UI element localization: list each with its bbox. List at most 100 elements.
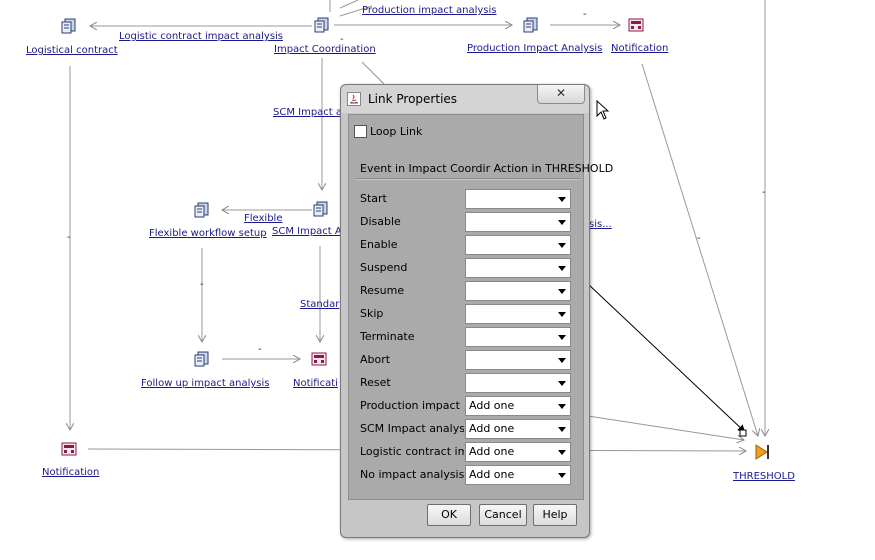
chevron-down-icon <box>558 312 566 317</box>
chevron-down-icon <box>558 335 566 340</box>
edge-label-standard[interactable]: Standar <box>300 299 340 310</box>
edge-label-dash: - <box>340 34 344 45</box>
resume-select[interactable] <box>465 281 571 301</box>
cancel-button[interactable]: Cancel <box>479 504 527 526</box>
field-label: Abort <box>360 353 391 366</box>
impact-coordination-icon[interactable] <box>314 17 330 33</box>
edge-label-production-impact[interactable]: Production impact analysis <box>362 5 497 16</box>
node-label-notification[interactable]: Notificati <box>293 378 338 389</box>
edge-label-partial[interactable]: sis... <box>589 219 612 230</box>
chevron-down-icon <box>558 404 566 409</box>
field-label: Skip <box>360 307 384 320</box>
close-button[interactable]: ✕ <box>537 85 585 104</box>
scm-impact-icon[interactable] <box>313 201 329 217</box>
edge-label-dash: - <box>67 232 71 243</box>
start-select[interactable] <box>465 189 571 209</box>
node-label-follow-up[interactable]: Follow up impact analysis <box>141 378 270 389</box>
field-label: SCM Impact analysis <box>360 422 464 435</box>
follow-up-icon[interactable] <box>194 351 210 367</box>
edge-notification-top-threshold[interactable] <box>641 63 758 436</box>
chevron-down-icon <box>558 289 566 294</box>
select-value: Add one <box>469 445 515 458</box>
ok-button[interactable]: OK <box>427 504 471 526</box>
field-label: Enable <box>360 238 398 251</box>
notification-icon[interactable] <box>311 351 327 367</box>
mouse-pointer-icon <box>596 100 610 120</box>
chevron-down-icon <box>558 266 566 271</box>
help-button[interactable]: Help <box>533 504 577 526</box>
enable-select[interactable] <box>465 235 571 255</box>
chevron-down-icon <box>558 427 566 432</box>
field-label: No impact analysis ne <box>360 468 464 481</box>
chevron-down-icon <box>558 381 566 386</box>
field-label: Disable <box>360 215 401 228</box>
field-row-abort: Abort <box>360 350 575 370</box>
threshold-icon[interactable] <box>754 444 770 460</box>
chevron-down-icon <box>558 358 566 363</box>
flexible-workflow-icon[interactable] <box>194 202 210 218</box>
node-label-impact-coordination[interactable]: Impact Coordination <box>274 44 376 55</box>
field-row-enable: Enable <box>360 235 575 255</box>
loop-link-label[interactable]: Loop Link <box>370 125 423 138</box>
field-row-reset: Reset <box>360 373 575 393</box>
chevron-down-icon <box>558 450 566 455</box>
edge-label-flexible[interactable]: Flexible <box>244 213 283 224</box>
field-row-start: Start <box>360 189 575 209</box>
selected-link[interactable] <box>587 283 746 433</box>
node-label-flexible-workflow[interactable]: Flexible workflow setup <box>149 228 267 239</box>
field-row-no-impact: No impact analysis ne Add one <box>360 465 575 485</box>
field-row-terminate: Terminate <box>360 327 575 347</box>
edge-label-dash: - <box>258 344 262 355</box>
chevron-down-icon <box>558 473 566 478</box>
chevron-down-icon <box>558 220 566 225</box>
edge-label-dash: - <box>200 279 204 290</box>
loop-link-checkbox[interactable] <box>354 125 367 138</box>
scm-impact-select[interactable]: Add one <box>465 419 571 439</box>
field-row-resume: Resume <box>360 281 575 301</box>
edge-label-logistic-contract[interactable]: Logistic contract impact analysis <box>119 31 284 42</box>
select-value: Add one <box>469 399 515 412</box>
select-value: Add one <box>469 468 515 481</box>
logistic-contract-select[interactable]: Add one <box>465 442 571 462</box>
production-impact-select[interactable]: Add one <box>465 396 571 416</box>
edge-label-dash: - <box>697 233 701 244</box>
skip-select[interactable] <box>465 304 571 324</box>
node-label-threshold[interactable]: THRESHOLD <box>733 471 795 482</box>
node-label-logistical-contract[interactable]: Logistical contract <box>26 45 118 56</box>
field-label: Logistic contract impa <box>360 445 464 458</box>
java-icon <box>347 92 361 106</box>
reset-select[interactable] <box>465 373 571 393</box>
abort-select[interactable] <box>465 350 571 370</box>
logistical-contract-icon[interactable] <box>61 18 77 34</box>
field-row-scm-impact: SCM Impact analysis Add one <box>360 419 575 439</box>
node-label-scm-impact[interactable]: SCM Impact A <box>272 226 342 237</box>
chevron-down-icon <box>558 243 566 248</box>
node-label-notification[interactable]: Notification <box>42 467 100 478</box>
edge-label-scm-impact[interactable]: SCM Impact a <box>273 107 343 118</box>
node-label-production-impact-analysis[interactable]: Production Impact Analysis <box>467 43 603 54</box>
close-icon: ✕ <box>555 86 567 100</box>
production-impact-icon[interactable] <box>523 17 539 33</box>
event-heading: Event in Impact Coordir Action in THRESH… <box>360 162 614 175</box>
field-label: Reset <box>360 376 391 389</box>
field-label: Production impact ana <box>360 399 464 412</box>
dialog-title: Link Properties <box>368 92 458 106</box>
no-impact-select[interactable]: Add one <box>465 465 571 485</box>
node-label-notification[interactable]: Notification <box>611 43 669 54</box>
chevron-down-icon <box>558 197 566 202</box>
field-row-suspend: Suspend <box>360 258 575 278</box>
edge-label-dash: - <box>583 9 587 20</box>
field-label: Suspend <box>360 261 408 274</box>
edge-label-dash: - <box>762 187 766 198</box>
field-row-production-impact: Production impact ana Add one <box>360 396 575 416</box>
notification-icon[interactable] <box>61 441 77 457</box>
suspend-select[interactable] <box>465 258 571 278</box>
disable-select[interactable] <box>465 212 571 232</box>
field-label: Start <box>360 192 387 205</box>
terminate-select[interactable] <box>465 327 571 347</box>
dialog-title-bar[interactable]: Link Properties ✕ <box>341 85 589 113</box>
notification-icon[interactable] <box>628 17 644 33</box>
field-label: Resume <box>360 284 405 297</box>
field-row-skip: Skip <box>360 304 575 324</box>
link-properties-dialog[interactable]: Link Properties ✕ Loop Link Event in Imp… <box>340 84 613 538</box>
